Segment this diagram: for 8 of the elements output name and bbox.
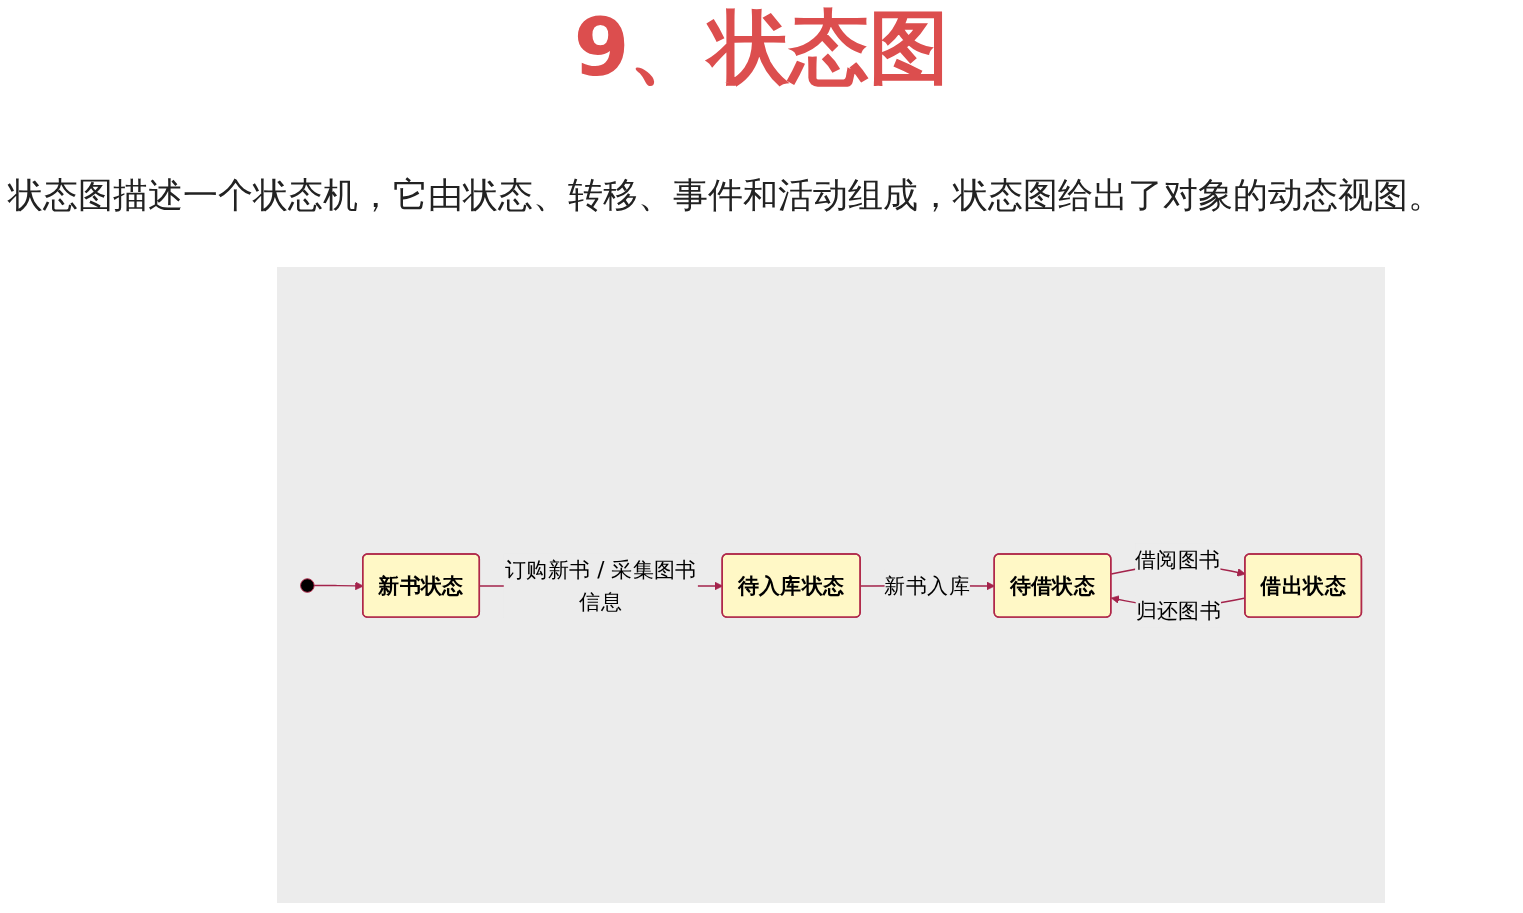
title: 9、状态图	[573, 0, 950, 96]
edge-label: 借阅图书	[1135, 547, 1221, 572]
edge-label: 归还图书	[1135, 598, 1222, 623]
description-text: 状态图描述一个状态机，它由状态、转移、事件和活动组成，状态图给出了对象的动态视图。	[8, 174, 1443, 217]
edge-label: 订购新书 / 采集图书信息	[504, 556, 697, 614]
edge-label: 新书入库	[884, 572, 970, 598]
diagram-background: 订购新书 / 采集图书信息 新书入库 借阅图书 归还图书 新书状态 待入库状态 待借状态 借出状态	[277, 267, 1385, 903]
node-circle	[300, 577, 315, 593]
